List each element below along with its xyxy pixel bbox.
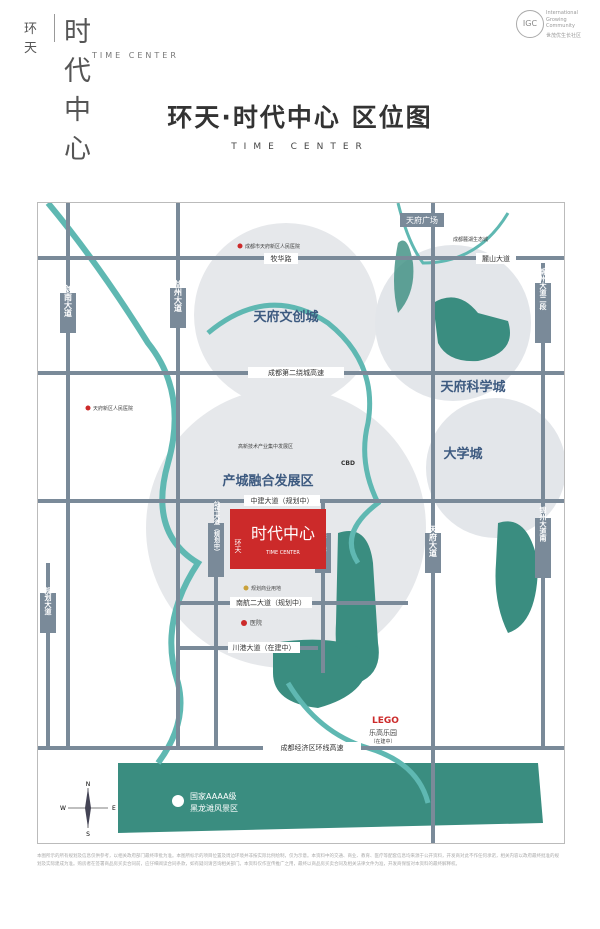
road-label-jiannan: 剑南大道 (64, 284, 73, 318)
left-road-box (40, 593, 56, 633)
road-label-nanhang: 南航二大道（规划中） (236, 598, 306, 607)
label-hospital: 医院 (250, 619, 262, 627)
muhua-box (264, 253, 298, 264)
brand-divider (54, 14, 55, 42)
road-label-ring2: 成都第二绕城高速 (268, 368, 324, 377)
label-hospital-left: 天府新区人民医院 (93, 405, 133, 412)
hospital-top-marker (237, 243, 243, 249)
road-label-muhua: 牧华路 (271, 254, 292, 263)
map-canvas: 天府广场 牧华路 麓山大道 成都第二绕城高速 中建大道（规划中） 南航二大道（规… (38, 203, 564, 843)
footer-disclaimer: 本图所示的所有规划及信息仅供参考，以相关政府部门最终审批为准。本图所标示的项目位… (37, 854, 559, 867)
bubble-wenchuang (194, 223, 378, 407)
hospital-left-marker (85, 405, 91, 411)
green-lego-park (273, 639, 369, 708)
label-gaoxin-dev: 高新技术产业集中发展区 (238, 443, 293, 450)
brand-small: 环天 (24, 22, 39, 56)
yizhou-box (170, 288, 186, 328)
label-hospital-top: 成都市天府新区人民医院 (245, 243, 300, 250)
road-label-tianfu-dadao: 天府大道 (428, 525, 438, 558)
page-title: 环天·时代中心 区位图 (167, 103, 433, 132)
jiuzhou-box (535, 283, 551, 343)
label-plan-business: 规划商业用地 (251, 585, 281, 592)
road-label-jiuzhou-south: 锦州大道南 (539, 506, 548, 543)
nanhang-box (230, 597, 312, 608)
compass-n: N (86, 781, 91, 788)
igc-sub: 世茂优生长社区 (546, 33, 582, 39)
label-lego-park: 乐高乐园 (369, 728, 397, 737)
zhiyuan-box (208, 523, 224, 577)
plan-business-marker (243, 585, 249, 591)
road-label-left: 规划大道 (44, 586, 52, 616)
district-chancheng: 产城融合发展区 (222, 473, 313, 489)
project-name-small: 环天 (234, 539, 242, 554)
road-label-yizhou: 益州大道 (174, 279, 183, 313)
label-lushan-park: 成都麓湖生态城 (453, 236, 488, 243)
ring2-box (248, 367, 344, 378)
page-subtitle: TIME CENTER (231, 142, 369, 152)
green-heilongtan (118, 763, 543, 833)
label-scenic-2: 黑龙滩风景区 (190, 803, 238, 813)
green-lake-right (495, 521, 538, 633)
label-lego: LEGO (372, 716, 399, 726)
jingji-box (263, 742, 361, 753)
brand-big: 时代中心 (64, 17, 94, 165)
road-label-jiuzhou-2: 锦州大道二段 (539, 267, 548, 311)
project-name-en: TIME CENTER (265, 550, 300, 556)
location-map: 天府广场 牧华路 麓山大道 成都第二绕城高速 中建大道（规划中） 南航二大道（规… (37, 202, 565, 844)
jiannan-box (60, 293, 76, 333)
jiuzhou-south-box (535, 518, 551, 578)
road-label-zhiyuan: 站华大道（规划中） (213, 500, 221, 555)
road-label-tianfu-square: 天府广场 (406, 215, 438, 225)
label-cbd: CBD (341, 460, 355, 467)
compass-icon: N S E W (60, 781, 116, 838)
brand-en: TIME CENTER (92, 51, 179, 60)
road-label-lushan: 麓山大道 (482, 254, 510, 263)
chuangang-box (228, 642, 300, 653)
tianfu-dadao-box (425, 533, 441, 573)
label-lego-sub: （在建中） (370, 738, 395, 745)
hospital-marker (241, 620, 247, 626)
district-daxue: 大学城 (443, 446, 482, 462)
road-label-jingji-ring: 成都经济区环线高速 (281, 743, 344, 752)
project-box (230, 509, 326, 569)
district-wenchuang: 天府文创城 (253, 309, 318, 325)
district-kexue: 天府科学城 (440, 379, 505, 395)
igc-text: International Growing Community (546, 10, 578, 29)
label-scenic-1: 国家AAAA级 (190, 791, 237, 801)
green-xinglong-lake (433, 297, 510, 362)
lushan-box (476, 253, 516, 264)
river-jinjiang (206, 302, 382, 565)
project-name-big: 时代中心 (251, 524, 315, 543)
zhongjian-box (244, 495, 320, 506)
igc-logo-icon: IGC (516, 10, 544, 38)
compass-w: W (60, 805, 66, 812)
compass-e: E (112, 805, 116, 812)
scenic-icon (172, 795, 184, 807)
road-label-zhongjian: 中建大道（规划中） (251, 496, 314, 505)
compass-s: S (86, 831, 90, 838)
tianfu-square-box (400, 213, 444, 227)
road-label-chuangang: 川港大道（在建中） (233, 643, 296, 652)
river-right (396, 203, 510, 265)
